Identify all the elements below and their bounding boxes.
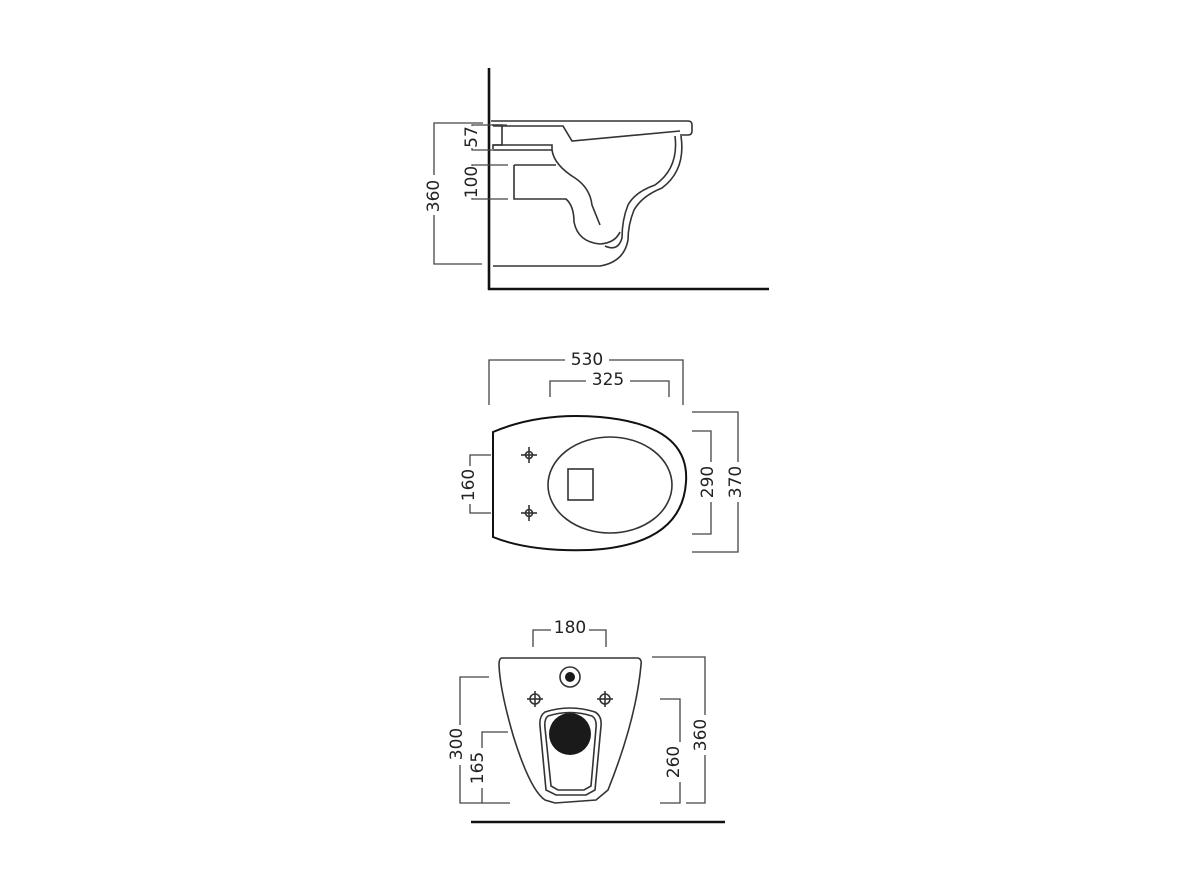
dim-rear-total-height: 360: [691, 719, 711, 751]
outlet-hole: [549, 713, 591, 755]
dim-top-total-width: 370: [726, 466, 746, 498]
bowl-outer-outline: [492, 415, 688, 552]
rear-view: 180 300 165 260 360: [446, 618, 725, 824]
fixing-hole-icon: [527, 691, 543, 707]
fixing-hole-icon: [597, 691, 613, 707]
dim-rear-left-height: 300: [447, 728, 467, 760]
outlet-frame-outer: [539, 707, 602, 796]
bowl-outer-curve: [493, 135, 683, 267]
seat-outline: [493, 125, 681, 142]
dim-side-outlet-height: 100: [462, 166, 482, 198]
top-view: 530 325 160 290 370: [455, 346, 752, 553]
dim-rear-inner-height: 260: [664, 746, 684, 778]
side-view: 360 57 100: [420, 68, 769, 291]
dim-side-upper-gap: 57: [462, 126, 482, 148]
upper-bracket: [492, 124, 503, 146]
fixing-hole-icon: [521, 447, 537, 463]
dim-top-total-length: 530: [571, 350, 603, 370]
dim-top-bowl-length: 325: [592, 370, 624, 390]
dim-rear-outlet-center: 165: [468, 752, 488, 784]
bracket-plate: [492, 144, 553, 151]
outlet-pipe: [513, 165, 621, 245]
dim-top-fixing-spacing: 160: [459, 469, 479, 501]
bowl-outer-inner: [604, 135, 677, 249]
bowl-inner-curve: [551, 149, 601, 226]
dim-top-bowl-width: 290: [698, 466, 718, 498]
outlet-rect: [567, 468, 594, 501]
dim-rear-fixing-spacing: 180: [554, 618, 586, 638]
water-inlet-ring: [559, 666, 581, 688]
bowl-inner-ellipse: [547, 436, 673, 534]
water-inlet-hole: [565, 672, 575, 682]
rim-outline: [491, 120, 693, 136]
outlet-frame-inner: [544, 711, 597, 791]
bowl-rear-outline: [498, 657, 642, 804]
dim-side-total-height: 360: [424, 180, 444, 212]
fixing-hole-icon: [521, 505, 537, 521]
